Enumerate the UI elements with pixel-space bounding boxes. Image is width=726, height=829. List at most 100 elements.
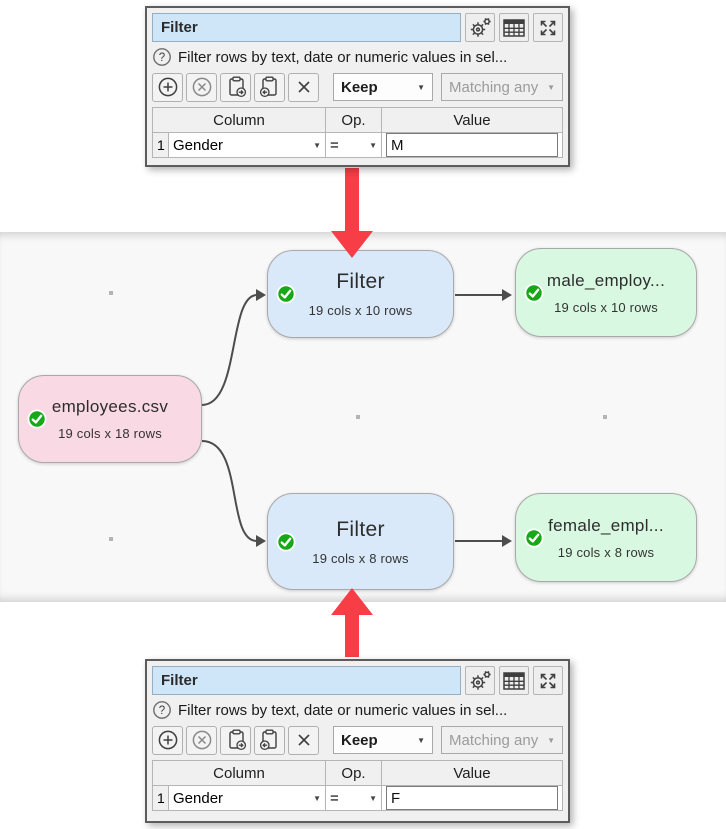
add-row-button[interactable] xyxy=(152,725,183,755)
keep-select[interactable]: Keep ▼ xyxy=(333,726,433,754)
op-select-value: = xyxy=(330,789,339,807)
settings-button[interactable] xyxy=(465,666,495,695)
help-icon[interactable]: ? xyxy=(152,700,172,720)
x-icon xyxy=(297,734,310,746)
value-input[interactable] xyxy=(386,786,558,810)
node-title: Filter xyxy=(336,270,385,293)
op-select[interactable]: = ▼ xyxy=(325,132,382,158)
clipboard-export-icon xyxy=(228,76,246,98)
op-header: Op. xyxy=(325,760,382,786)
chevron-down-icon: ▼ xyxy=(313,793,321,803)
node-filter-top[interactable]: Filter 19 cols x 10 rows xyxy=(267,250,454,338)
help-icon[interactable]: ? xyxy=(152,47,172,67)
clipboard-import-icon xyxy=(259,729,277,751)
node-stats: 19 cols x 10 rows xyxy=(554,299,658,315)
node-stats: 19 cols x 18 rows xyxy=(58,426,162,441)
matching-select-value: Matching any xyxy=(449,78,539,96)
paste-criteria-button[interactable] xyxy=(254,72,285,102)
svg-text:?: ? xyxy=(159,52,165,64)
success-check-icon xyxy=(524,282,544,303)
node-stats: 19 cols x 8 rows xyxy=(557,544,655,560)
chevron-down-icon: ▼ xyxy=(369,793,377,803)
circle-cross-icon xyxy=(192,730,211,750)
grid-dot xyxy=(356,415,360,419)
paste-criteria-button[interactable] xyxy=(254,725,285,755)
chevron-down-icon: ▼ xyxy=(417,82,425,92)
op-select[interactable]: = ▼ xyxy=(325,785,382,811)
panel-title-field[interactable]: Filter xyxy=(152,13,461,42)
x-icon xyxy=(297,81,310,93)
filter-panel-bottom: Filter xyxy=(145,659,570,823)
node-filter-bottom[interactable]: Filter 19 cols x 8 rows xyxy=(267,493,454,590)
value-header: Value xyxy=(381,760,563,786)
circle-cross-icon xyxy=(192,77,211,97)
criteria-row: 1 Gender ▼ = ▼ xyxy=(152,785,563,811)
grid-dot xyxy=(109,537,113,541)
expand-icon xyxy=(540,20,556,35)
add-row-button[interactable] xyxy=(152,72,183,102)
node-stats: 19 cols x 10 rows xyxy=(308,303,413,318)
table-icon xyxy=(503,671,525,690)
matching-select[interactable]: Matching any ▼ xyxy=(441,73,563,101)
svg-text:?: ? xyxy=(159,705,165,717)
node-title: Filter xyxy=(336,517,385,541)
node-male-employees[interactable]: male_employ... 19 cols x 10 rows xyxy=(515,248,697,337)
copy-criteria-button[interactable] xyxy=(220,725,251,755)
success-check-icon xyxy=(276,284,296,304)
grid-dot xyxy=(109,291,113,295)
remove-row-button[interactable] xyxy=(186,72,217,102)
help-text: Filter rows by text, date or numeric val… xyxy=(178,48,508,66)
help-text: Filter rows by text, date or numeric val… xyxy=(178,701,508,719)
gear-icon xyxy=(470,18,491,37)
column-select[interactable]: Gender ▼ xyxy=(168,132,326,158)
node-female-employees[interactable]: female_empl... 19 cols x 8 rows xyxy=(515,493,697,582)
op-header: Op. xyxy=(325,107,382,133)
column-header: Column xyxy=(152,107,326,133)
matching-select-value: Matching any xyxy=(449,731,539,749)
keep-select-value: Keep xyxy=(341,731,378,749)
node-employees-csv[interactable]: employees.csv 19 cols x 18 rows xyxy=(18,375,202,463)
criteria-table: Column Op. Value 1 Gender ▼ = ▼ xyxy=(152,107,563,158)
chevron-down-icon: ▼ xyxy=(547,82,555,92)
value-input[interactable] xyxy=(386,133,558,157)
chevron-down-icon: ▼ xyxy=(417,735,425,745)
matching-select[interactable]: Matching any ▼ xyxy=(441,726,563,754)
table-view-button[interactable] xyxy=(499,666,529,695)
chevron-down-icon: ▼ xyxy=(313,140,321,150)
table-view-button[interactable] xyxy=(499,13,529,42)
filter-panel-top: Filter xyxy=(145,6,570,167)
table-icon xyxy=(503,18,525,37)
settings-button[interactable] xyxy=(465,13,495,42)
column-header: Column xyxy=(152,760,326,786)
panel-title-field[interactable]: Filter xyxy=(152,666,461,695)
expand-button[interactable] xyxy=(533,13,563,42)
row-number: 1 xyxy=(152,785,169,811)
chevron-down-icon: ▼ xyxy=(369,140,377,150)
success-check-icon xyxy=(524,527,544,548)
column-select[interactable]: Gender ▼ xyxy=(168,785,326,811)
keep-select[interactable]: Keep ▼ xyxy=(333,73,433,101)
column-select-value: Gender xyxy=(173,789,224,807)
grid-dot xyxy=(603,415,607,419)
expand-button[interactable] xyxy=(533,666,563,695)
node-title: male_employ... xyxy=(546,270,666,290)
op-select-value: = xyxy=(330,136,339,154)
node-title: employees.csv xyxy=(51,397,169,416)
criteria-row: 1 Gender ▼ = ▼ xyxy=(152,132,563,158)
node-title: female_empl... xyxy=(548,515,664,535)
clear-all-button[interactable] xyxy=(288,725,319,755)
node-stats: 19 cols x 8 rows xyxy=(312,550,409,566)
expand-icon xyxy=(540,673,556,688)
value-header: Value xyxy=(381,107,563,133)
success-check-icon xyxy=(276,531,296,552)
clear-all-button[interactable] xyxy=(288,72,319,102)
clipboard-export-icon xyxy=(228,729,246,751)
remove-row-button[interactable] xyxy=(186,725,217,755)
panel-title: Filter xyxy=(161,19,198,36)
row-number: 1 xyxy=(152,132,169,158)
keep-select-value: Keep xyxy=(341,78,378,96)
success-check-icon xyxy=(27,409,47,429)
circle-plus-icon xyxy=(158,730,177,750)
copy-criteria-button[interactable] xyxy=(220,72,251,102)
